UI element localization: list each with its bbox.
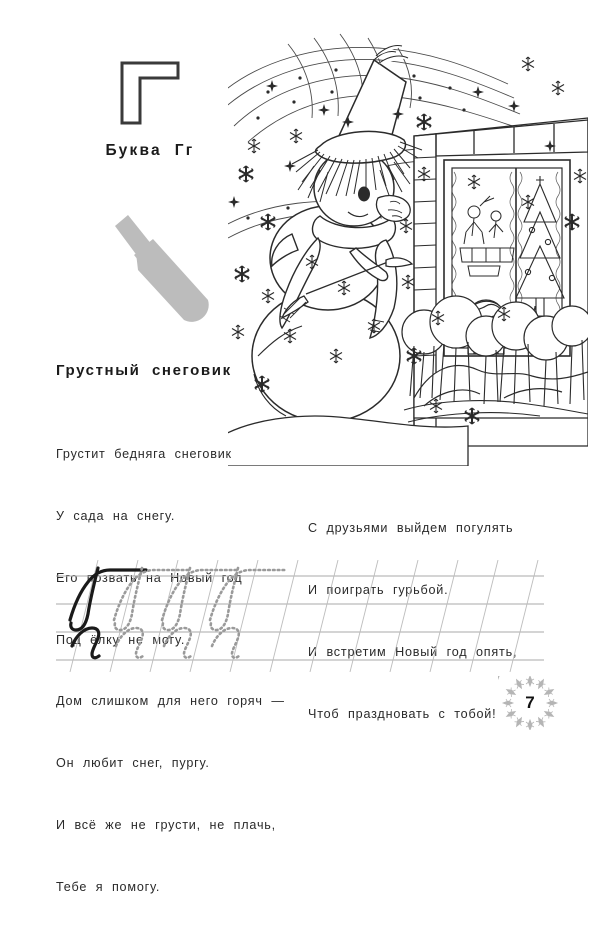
- poem-line: И встретим Новый год опять,: [308, 644, 518, 659]
- page-number: 7: [525, 693, 535, 712]
- letter-outline-g-icon: [120, 61, 180, 125]
- letter-caption: Буква Гг: [105, 142, 195, 159]
- poem-title: Грустный снеговик: [56, 362, 232, 379]
- snowman: [251, 45, 423, 423]
- poem-line: Дом слишком для него горяч —: [56, 694, 285, 709]
- snowman-face: [347, 186, 411, 222]
- workbook-page: Буква Гг: [56, 26, 588, 894]
- snowflake-wreath-icon: [498, 676, 559, 730]
- page-number-block: 7: [498, 676, 562, 730]
- poem-line: Тебе я помогу.: [56, 879, 161, 894]
- handwriting-practice-grid[interactable]: [56, 560, 544, 672]
- poem-line: У сада на снегу.: [56, 508, 176, 523]
- bushes: [401, 295, 588, 407]
- poem-line: Он любит снег, пургу.: [56, 756, 210, 771]
- poem-line: С друзьями выйдем погулять: [308, 521, 514, 536]
- poem-line: И всё же не грусти, не плачь,: [56, 817, 276, 832]
- poem-line: Грустит бедняга снеговик: [56, 447, 232, 462]
- slant-guides: [69, 560, 539, 672]
- pencil-icon: [115, 215, 209, 322]
- christmas-tree: [515, 176, 565, 317]
- straw-hair: [291, 141, 423, 203]
- illustration-snowman-scene: [228, 26, 588, 466]
- pointed-hat: [314, 45, 409, 164]
- poem-line: Чтоб праздновать с тобой!: [308, 706, 497, 721]
- poem-right-column: С друзьями выйдем погулять И поиграть гу…: [308, 477, 517, 765]
- rule-lines: [56, 575, 544, 661]
- broom: [280, 257, 414, 320]
- letter-block: Буква Гг: [60, 60, 240, 160]
